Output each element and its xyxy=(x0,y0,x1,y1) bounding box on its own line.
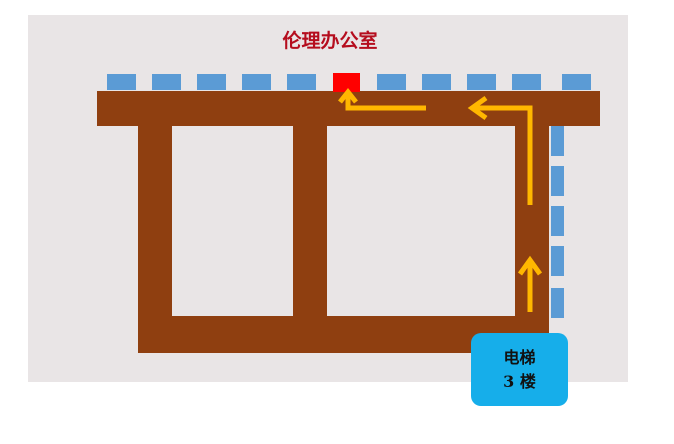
arrow-up-lower-head xyxy=(517,255,543,276)
office-title: 伦理办公室 xyxy=(282,30,378,52)
elevator-label: 电梯 xyxy=(503,347,536,367)
window xyxy=(551,166,564,196)
middle-corridor xyxy=(293,91,327,353)
arrow-up-left-head xyxy=(467,95,488,121)
window xyxy=(512,74,541,90)
right-windows xyxy=(551,126,564,318)
window xyxy=(551,126,564,156)
route-arrows xyxy=(338,87,543,312)
window xyxy=(551,288,564,318)
arrow-up-left xyxy=(474,105,533,205)
destination-marker xyxy=(333,73,360,92)
left-corridor xyxy=(138,91,172,353)
window xyxy=(422,74,451,90)
arrow-to-office xyxy=(345,96,426,111)
window xyxy=(287,74,316,90)
window xyxy=(467,74,496,90)
top-windows xyxy=(107,74,591,90)
window xyxy=(551,246,564,276)
elevator-box: 电梯 3 楼 xyxy=(471,333,568,406)
window xyxy=(377,74,406,90)
window xyxy=(152,74,181,90)
window xyxy=(107,74,136,90)
arrow-to-office-head xyxy=(338,87,358,104)
window xyxy=(242,74,271,90)
window xyxy=(197,74,226,90)
window xyxy=(551,206,564,236)
window xyxy=(562,74,591,90)
elevator-floor: 3 楼 xyxy=(503,371,536,391)
